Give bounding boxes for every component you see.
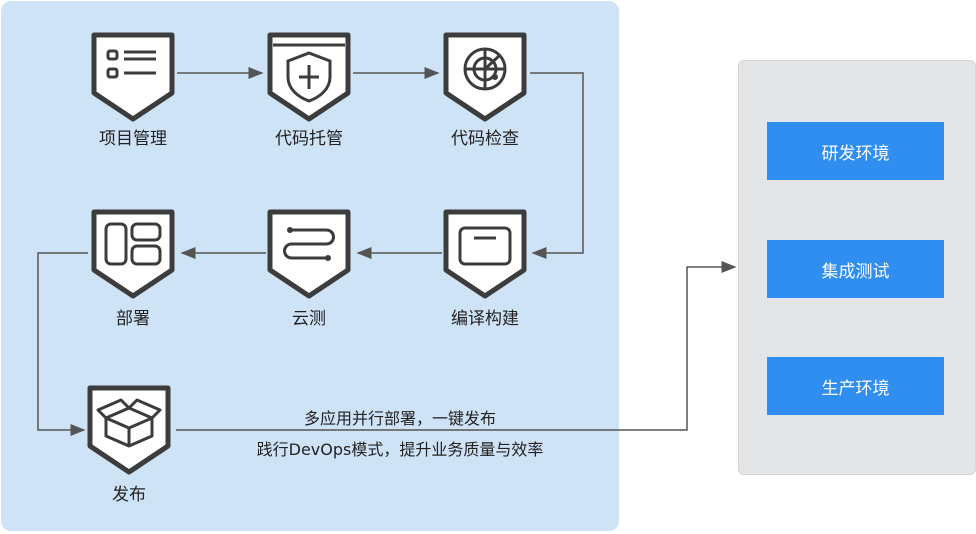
- node-label-code-hosting: 代码托管: [275, 129, 343, 149]
- shield-plus-icon: [267, 32, 351, 122]
- env-dev-button[interactable]: 研发环境: [767, 122, 944, 180]
- node-label-code-check: 代码检查: [451, 129, 519, 149]
- caption-line-2: 践行DevOps模式，提升业务质量与效率: [256, 440, 544, 459]
- node-label-build: 编译构建: [451, 309, 519, 329]
- env-integration-test-button[interactable]: 集成测试: [767, 240, 944, 298]
- env-production-button[interactable]: 生产环境: [767, 357, 944, 415]
- radar-icon: [443, 32, 527, 122]
- list-icon: [91, 32, 175, 122]
- wave-lines-icon: [267, 209, 351, 299]
- node-label-project-mgmt: 项目管理: [99, 129, 167, 149]
- box-open-icon: [87, 385, 171, 475]
- node-label-cloud-test: 云测: [292, 309, 326, 329]
- layout-grid-icon: [91, 209, 175, 299]
- caption-line-1: 多应用并行部署，一键发布: [303, 409, 497, 428]
- window-icon: [443, 209, 527, 299]
- node-label-release: 发布: [112, 485, 146, 505]
- node-label-deploy: 部署: [116, 309, 150, 329]
